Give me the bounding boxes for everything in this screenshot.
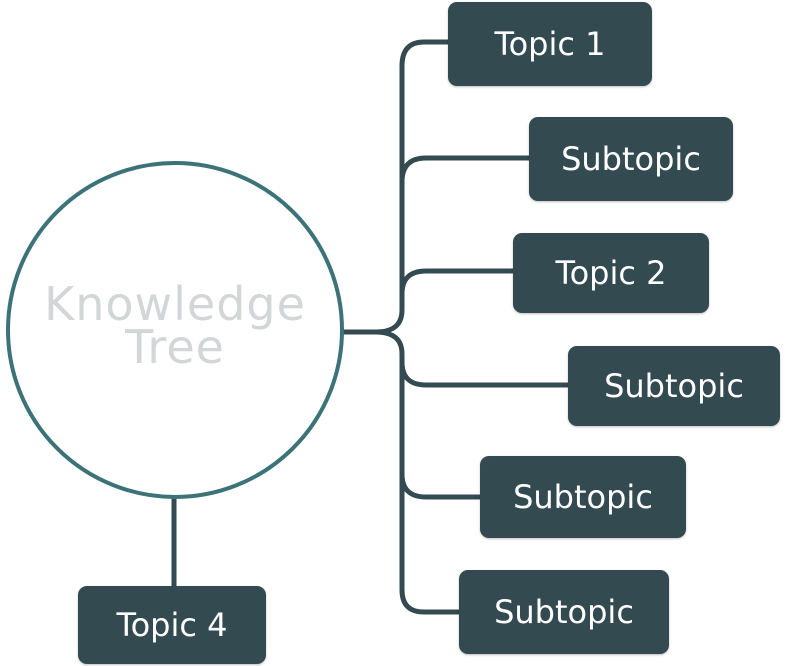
connector-subtopic-3	[399, 471, 483, 500]
node-topic-2: Topic 2	[513, 233, 709, 313]
node-topic-4: Topic 4	[78, 586, 266, 664]
connector-trunk	[341, 39, 451, 335]
connector-trunk-lower	[373, 329, 462, 615]
node-subtopic-3: Subtopic	[480, 456, 686, 538]
connector-subtopic-2	[399, 359, 571, 388]
connector-subtopic-1	[399, 155, 532, 185]
node-subtopic-1: Subtopic	[529, 117, 733, 201]
root-label-line-1: Knowledge	[44, 277, 306, 331]
root-label-line-2: Tree	[125, 320, 225, 374]
node-subtopic-2: Subtopic	[568, 346, 780, 426]
node-topic-1: Topic 1	[448, 2, 652, 86]
root-node: Knowledge Tree	[6, 161, 344, 499]
root-label: Knowledge Tree	[10, 277, 340, 374]
connector-topic-2	[399, 268, 516, 297]
node-subtopic-4: Subtopic	[459, 570, 669, 654]
